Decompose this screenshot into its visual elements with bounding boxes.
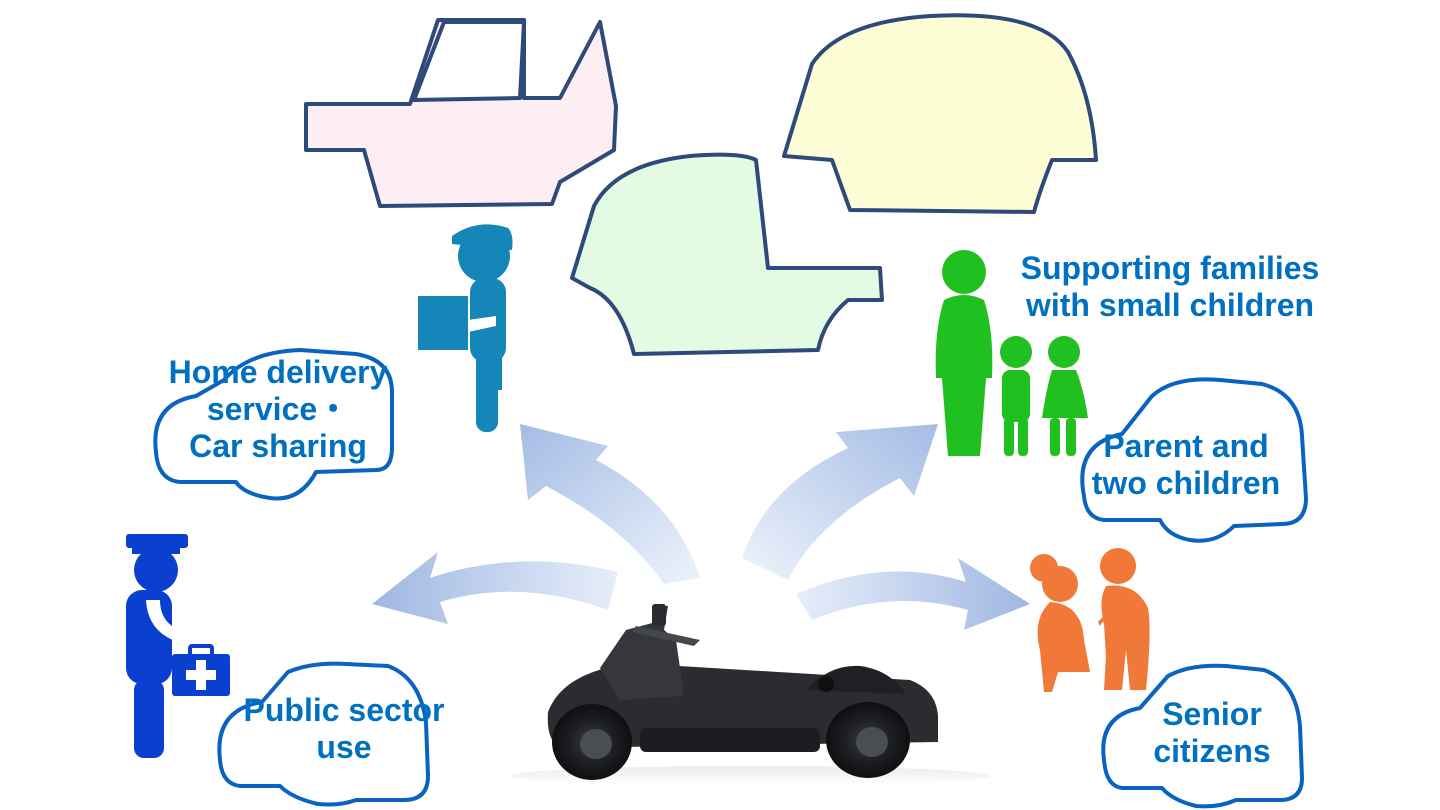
arrow-to-public-sector (372, 552, 618, 624)
arrow-to-senior (796, 558, 1030, 630)
label-line: Senior (1162, 696, 1262, 732)
label-senior-citizens: Senior citizens (1132, 696, 1292, 770)
label-parent-two-children: Parent and two children (1066, 428, 1306, 502)
label-line: Car sharing (189, 428, 367, 464)
senior-couple-icon (1030, 548, 1150, 692)
label-line: citizens (1153, 733, 1271, 769)
body-shell-green (570, 152, 884, 356)
car-callout-parent (1080, 377, 1308, 543)
label-home-delivery: Home delivery service・ Car sharing (130, 354, 426, 465)
label-line: service・ (206, 391, 350, 427)
vehicle-chassis-icon (547, 604, 938, 780)
delivery-person-icon (418, 224, 513, 432)
label-supporting-families: Supporting families with small children (990, 250, 1350, 324)
arrow-to-families (742, 424, 938, 580)
label-line: Parent and (1103, 428, 1269, 464)
car-callout-delivery (153, 348, 394, 501)
label-line: use (316, 729, 372, 765)
label-line: Supporting families (1020, 250, 1320, 286)
label-line: Public sector (243, 692, 445, 728)
label-public-sector: Public sector use (216, 692, 472, 766)
car-callout-senior (1101, 663, 1304, 809)
car-callout-public (217, 661, 430, 807)
label-line: with small children (1025, 287, 1315, 323)
body-shell-pink (304, 18, 618, 208)
body-shell-yellow (782, 13, 1098, 214)
family-icon (935, 250, 1088, 456)
medical-worker-icon (126, 534, 230, 758)
label-line: two children (1091, 465, 1281, 501)
label-line: Home delivery (168, 354, 388, 390)
arrow-to-delivery (520, 424, 700, 584)
